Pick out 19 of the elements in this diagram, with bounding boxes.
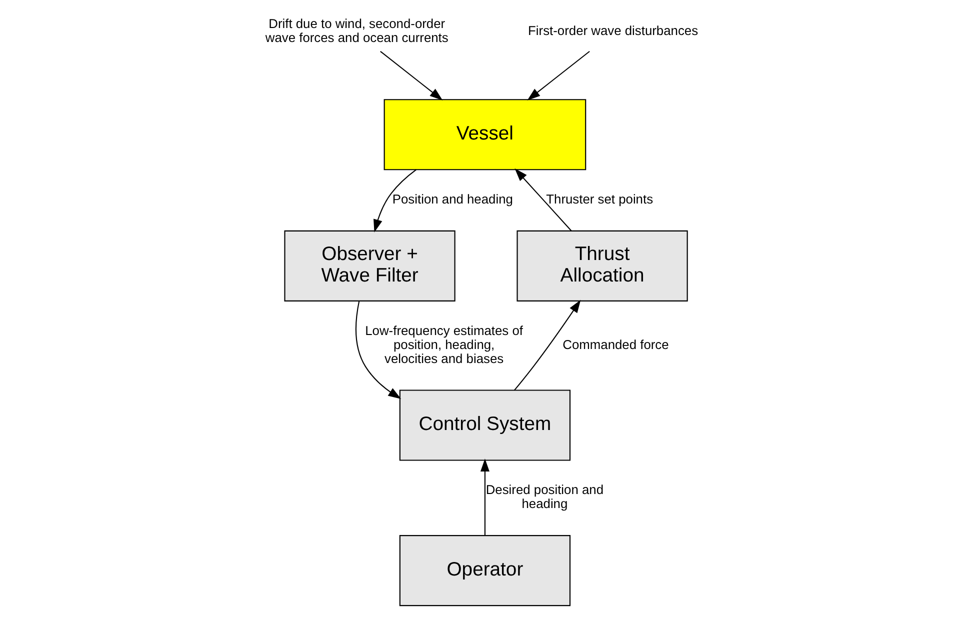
arrow (374, 169, 416, 232)
node-text: First-order wave disturbances (528, 23, 698, 38)
edge-label: Position and heading (392, 192, 513, 207)
arrow (356, 301, 402, 399)
arrow (480, 458, 490, 536)
arrow (527, 50, 590, 100)
node-box: Control System (399, 390, 571, 461)
node-box: Observer + Wave Filter (284, 230, 456, 302)
node-box: Thrust Allocation (516, 230, 688, 302)
node-text: Drift due to wind, second-order wave forces and ocean currents (265, 16, 448, 46)
arrow (514, 300, 581, 391)
edge-label: Low-frequency estimates of position, heading, velocities and biases (365, 322, 523, 366)
edge-label: Desired position and heading (486, 482, 604, 512)
edge-label: Commanded force (562, 336, 669, 352)
arrow (380, 50, 443, 100)
arrow (514, 168, 572, 232)
node-box: Operator (399, 535, 571, 606)
edge-label: Thruster set points (546, 192, 654, 207)
node-box: Vessel (384, 99, 586, 170)
